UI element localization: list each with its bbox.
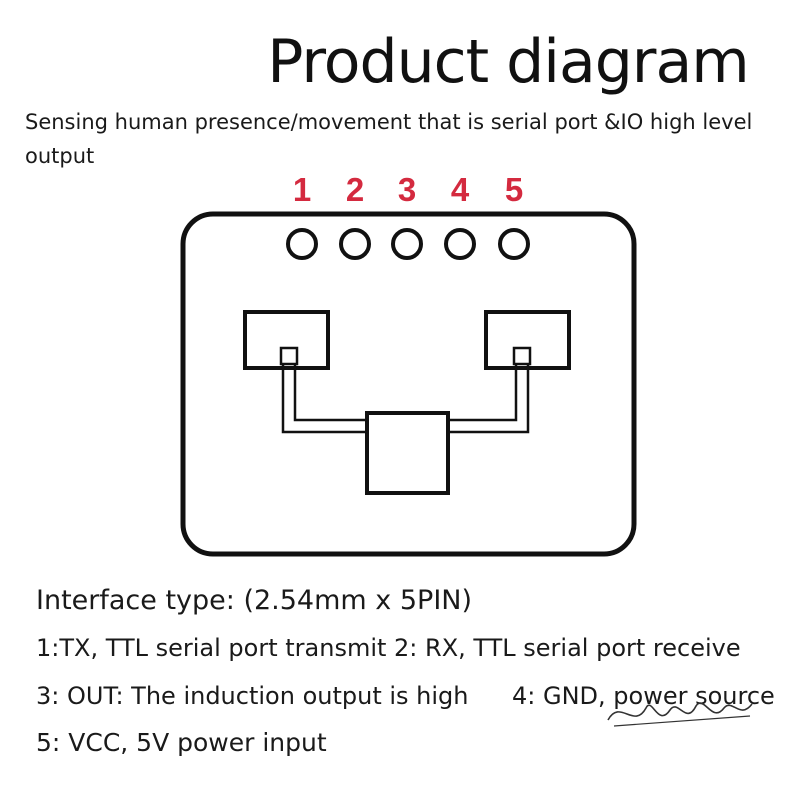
page-title: Product diagram — [267, 27, 749, 97]
subtitle: Sensing human presence/movement that is … — [25, 110, 753, 168]
pin-hole-2 — [339, 228, 371, 260]
feed-left — [279, 346, 299, 366]
feed-right — [512, 346, 532, 366]
pin-hole-1 — [286, 228, 318, 260]
interface-type: Interface type: (2.54mm x 5PIN) — [36, 585, 473, 616]
pin-label-5: 5 — [504, 171, 524, 208]
pin-label-4: 4 — [450, 171, 470, 208]
trace-left — [281, 352, 367, 434]
pin-5-description: 5: VCC, 5V power input — [36, 728, 327, 757]
pin-label-2: 2 — [345, 171, 365, 208]
pin-hole-5 — [498, 228, 530, 260]
pin-label-3: 3 — [397, 171, 417, 208]
pin-hole-4 — [444, 228, 476, 260]
chip — [365, 411, 450, 495]
signature-watermark — [607, 702, 753, 727]
trace-right — [448, 352, 530, 434]
pin-3-description: 3: OUT: The induction output is high — [36, 682, 469, 710]
pin-1-2-description: 1:TX, TTL serial port transmit 2: RX, TT… — [36, 634, 741, 662]
pin-label-1: 1 — [292, 171, 312, 208]
pin-hole-3 — [391, 228, 423, 260]
board-outline — [180, 211, 637, 557]
